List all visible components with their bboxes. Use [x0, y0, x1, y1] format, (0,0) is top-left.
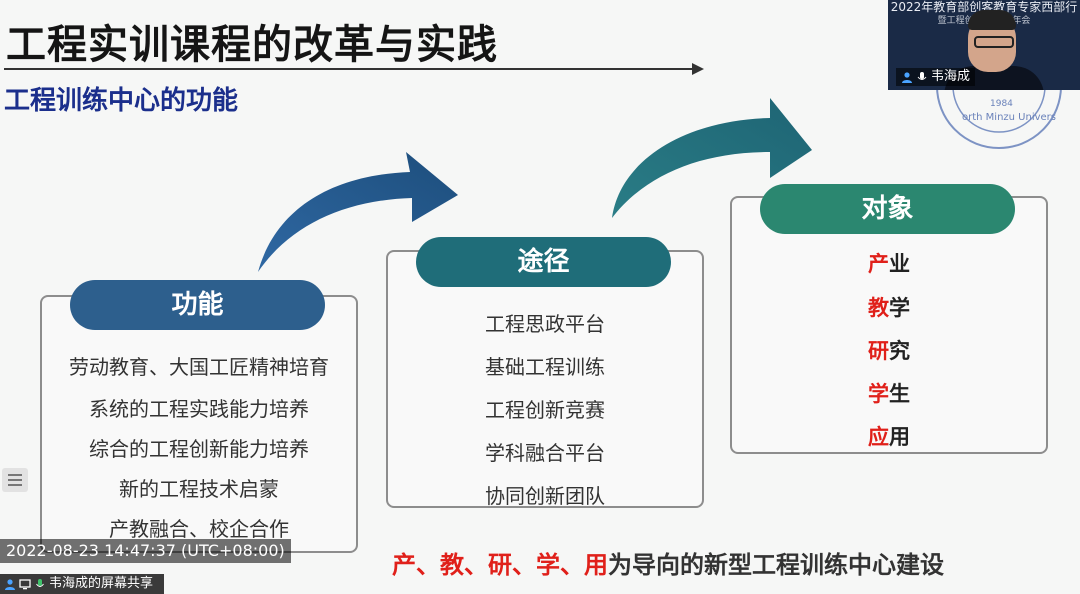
- object-item: 研究: [868, 339, 910, 363]
- object-item: 产业: [868, 252, 910, 276]
- object-item: 学生: [868, 382, 910, 406]
- tagline: 产、教、研、学、用为导向的新型工程训练中心建设: [392, 551, 944, 579]
- mic-icon: [917, 72, 927, 80]
- function-item: 新的工程技术启蒙: [119, 477, 279, 501]
- path-item: 协同创新团队: [485, 484, 605, 508]
- path-box: 工程思政平台 基础工程训练 工程创新竞赛 学科融合平台 协同创新团队: [386, 250, 704, 508]
- slide-title: 工程实训课程的改革与实践: [6, 22, 498, 68]
- list-icon[interactable]: [2, 468, 28, 492]
- arrow-function-to-path: [258, 152, 458, 272]
- path-item: 工程思政平台: [485, 312, 605, 336]
- object-item: 应用: [868, 425, 910, 449]
- function-box: 劳动教育、大国工匠精神培育 系统的工程实践能力培养 综合的工程创新能力培养 新的…: [40, 295, 358, 553]
- slide-subtitle: 工程训练中心的功能: [4, 86, 239, 116]
- path-header: 途径: [416, 237, 671, 287]
- speaker-label: 韦海成: [896, 68, 976, 86]
- user-icon: [5, 579, 15, 590]
- user-icon: [902, 72, 912, 83]
- screen-share-bar[interactable]: 韦海成的屏幕共享: [0, 574, 164, 594]
- title-arrow-rule: [4, 63, 704, 75]
- mic-icon: [36, 579, 44, 587]
- screen-icon: [19, 579, 31, 590]
- function-item: 综合的工程创新能力培养: [89, 437, 309, 461]
- function-item: 系统的工程实践能力培养: [89, 397, 309, 421]
- svg-text:orth Minzu Univers: orth Minzu Univers: [962, 112, 1056, 123]
- object-header: 对象: [760, 184, 1015, 234]
- function-item: 劳动教育、大国工匠精神培育: [69, 355, 329, 379]
- speaker-hair: [968, 10, 1016, 30]
- path-item: 基础工程训练: [485, 355, 605, 379]
- speaker-name: 韦海成: [931, 69, 971, 84]
- share-label: 韦海成的屏幕共享: [49, 576, 154, 591]
- university-seal: orth Minzu Univers 1984: [936, 80, 1062, 149]
- timestamp-overlay: 2022-08-23 14:47:37 (UTC+08:00): [0, 539, 291, 563]
- function-header: 功能: [70, 280, 325, 330]
- arrow-path-to-object: [612, 98, 812, 218]
- path-item: 工程创新竞赛: [485, 398, 605, 422]
- path-item: 学科融合平台: [485, 441, 605, 465]
- speaker-glasses: [974, 36, 1014, 48]
- object-item: 教学: [868, 296, 910, 320]
- speaker-video[interactable]: 2022年教育部创客教育专家西部行 暨工程创新… …术年会 韦海成: [888, 0, 1080, 90]
- function-item: 产教融合、校企合作: [109, 517, 289, 541]
- svg-text:1984: 1984: [990, 99, 1013, 109]
- object-box: 产业 教学 研究 学生 应用: [730, 196, 1048, 454]
